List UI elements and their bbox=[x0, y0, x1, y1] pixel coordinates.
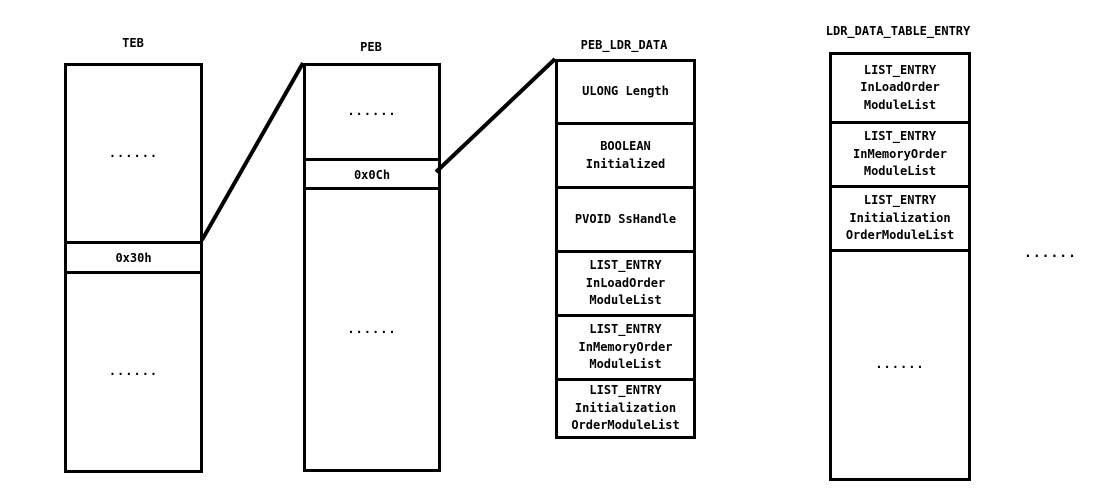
field-initializationorder-modulelist: LIST_ENTRY Initialization OrderModuleLis… bbox=[558, 378, 693, 436]
field-inloadorder-modulelist: LIST_ENTRY InLoadOrder ModuleList bbox=[558, 250, 693, 314]
peb-title: PEB bbox=[360, 40, 382, 54]
peb-top-ellipsis: ...... bbox=[347, 104, 397, 119]
peb-offset-label: 0x0Ch bbox=[353, 167, 391, 182]
peb-to-ldr-pointer bbox=[434, 57, 557, 174]
entry-bottom-ellipsis: ...... bbox=[832, 249, 968, 478]
field-boolean-initialized: BOOLEAN Initialized bbox=[558, 122, 693, 186]
field-inmemoryorder-modulelist: LIST_ENTRY InMemoryOrder ModuleList bbox=[558, 314, 693, 378]
ldr-data-table-entry-title: LDR_DATA_TABLE_ENTRY bbox=[825, 24, 971, 38]
teb-struct: ...... 0x30h ...... bbox=[64, 63, 203, 473]
entry-inloadorder-links: LIST_ENTRY InLoadOrder ModuleList bbox=[860, 62, 940, 112]
teb-bottom-ellipsis: ...... bbox=[67, 271, 200, 470]
teb-offset-field: 0x30h bbox=[67, 241, 200, 274]
peb-bottom-ellipsis: ...... bbox=[306, 187, 438, 469]
entry-initializationorder-links: LIST_ENTRY Initialization OrderModuleLis… bbox=[832, 185, 968, 249]
peb-ldr-data-struct: ULONG Length BOOLEAN Initialized PVOID S… bbox=[555, 59, 696, 439]
ldr-data-table-entry-struct: LIST_ENTRY InLoadOrder ModuleList LIST_E… bbox=[829, 52, 971, 481]
peb-ldr-data-title: PEB_LDR_DATA bbox=[580, 38, 668, 52]
teb-top-ellipsis: ...... bbox=[108, 145, 159, 160]
peb-offset-field: 0x0Ch bbox=[306, 158, 438, 190]
field-ulong-length: ULONG Length bbox=[582, 84, 669, 99]
teb-offset-label: 0x30h bbox=[115, 251, 152, 266]
trailing-ellipsis: ...... bbox=[1024, 246, 1077, 261]
peb-struct: ...... 0x0Ch ...... bbox=[303, 63, 441, 472]
teb-title: TEB bbox=[122, 36, 144, 50]
field-pvoid-sshandle: PVOID SsHandle bbox=[558, 186, 693, 250]
entry-inmemoryorder-links: LIST_ENTRY InMemoryOrder ModuleList bbox=[832, 121, 968, 185]
teb-to-peb-pointer bbox=[200, 62, 305, 241]
